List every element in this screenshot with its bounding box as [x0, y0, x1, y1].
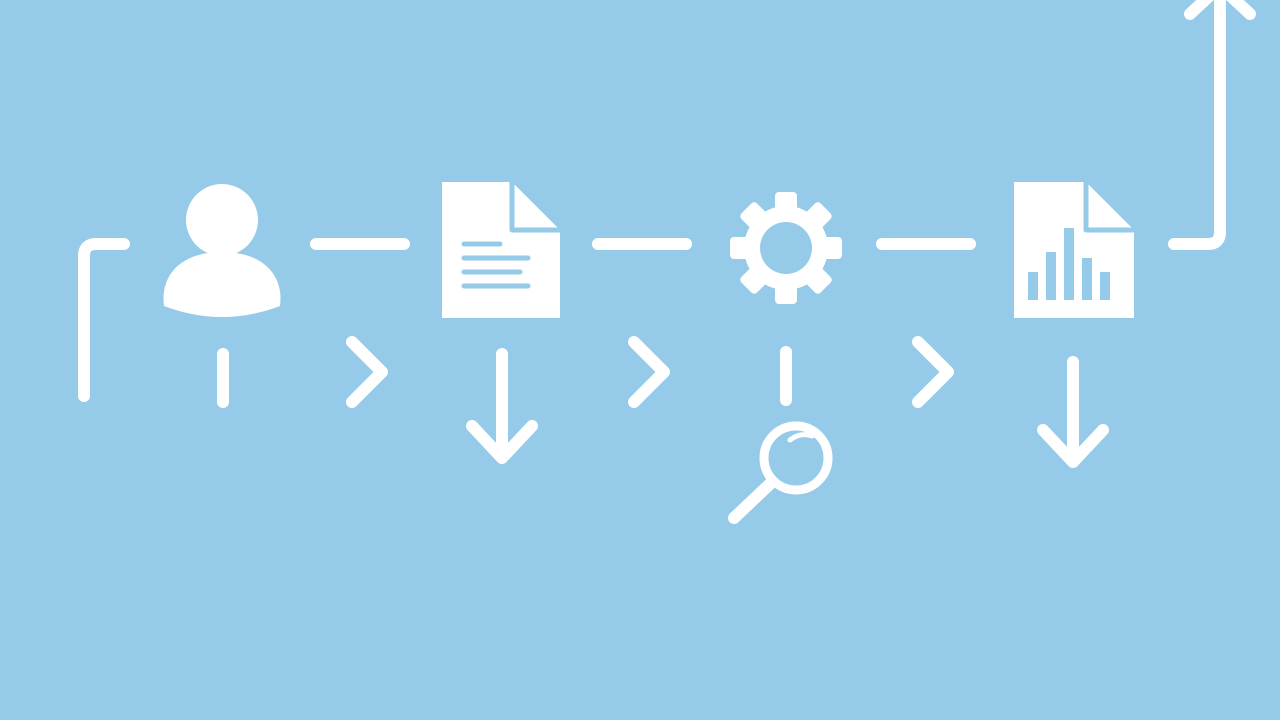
magnifier-glint [787, 432, 815, 443]
entry-bracket-connector [78, 238, 130, 402]
chevron-right-icon [346, 336, 388, 408]
chevron-right-icon [628, 336, 670, 408]
user-icon [163, 184, 281, 317]
report-chart-icon [1014, 182, 1134, 318]
magnifier-icon [759, 421, 833, 495]
exit-up-arrow-connector [1168, 0, 1226, 250]
up-arrow-icon [1184, 0, 1256, 20]
magnifier-handle [728, 476, 778, 524]
document-icon [442, 182, 560, 318]
chevron-right-icon [912, 336, 954, 408]
down-arrow-icon [466, 420, 538, 464]
gear-icon [730, 192, 842, 304]
down-arrow-icon [1037, 424, 1109, 468]
